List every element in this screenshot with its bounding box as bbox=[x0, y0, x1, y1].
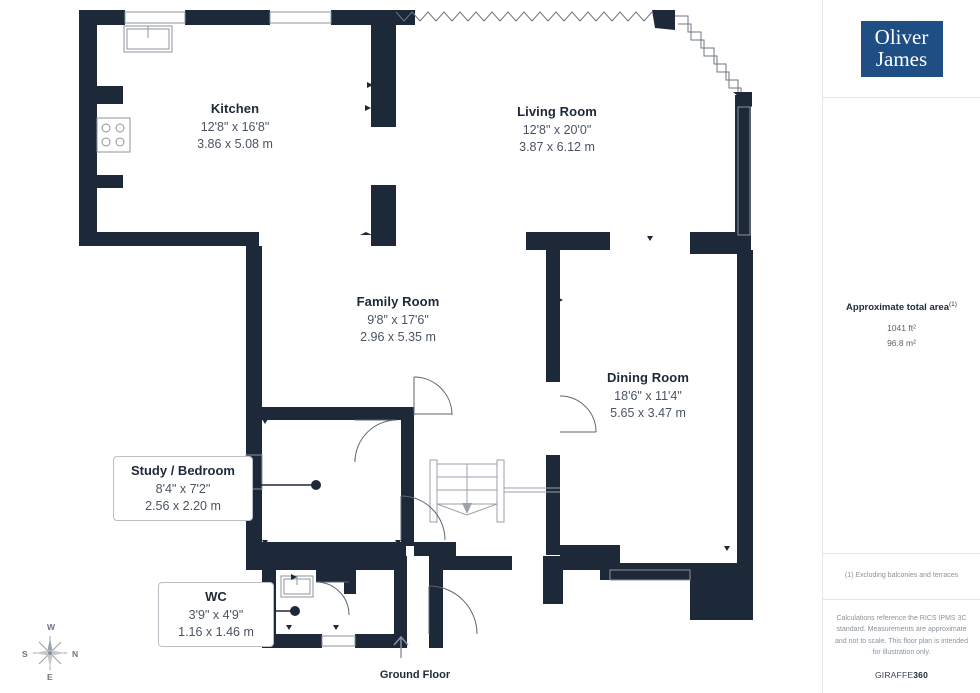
disclaimer-text: Calculations reference the RICS IPMS 3C … bbox=[835, 615, 968, 656]
agency-logo-cell: Oliver James bbox=[823, 0, 980, 98]
brand-prefix: GIRAFFE bbox=[874, 669, 914, 680]
door-group bbox=[315, 376, 597, 635]
entrance-arrow-icon bbox=[393, 635, 409, 658]
basin-fixture bbox=[280, 575, 314, 598]
room-name: Study / Bedroom bbox=[130, 463, 235, 478]
brand-suffix: 360 bbox=[913, 669, 929, 680]
room-metric-size: 1.16 x 1.46 m bbox=[178, 624, 254, 639]
disclaimer-cell: Calculations reference the RICS IPMS 3C … bbox=[823, 600, 980, 693]
room-imperial-size: 3'9" x 4'9" bbox=[188, 608, 244, 623]
room-imperial-size: 8'4" x 7'2" bbox=[155, 482, 211, 497]
hob-fixture bbox=[96, 117, 131, 153]
floorplan-drawing: .w { fill:#1d2838; } .fx { fill:none; st… bbox=[79, 10, 753, 658]
total-area-title: Approximate total area(1) bbox=[846, 301, 957, 313]
compass-label-left: S bbox=[22, 649, 28, 659]
dimension-ticks bbox=[97, 82, 730, 630]
floor-caption: Ground Floor bbox=[379, 669, 451, 681]
info-sidebar: Oliver James Approximate total area(1) 1… bbox=[822, 0, 980, 693]
footnote-text: (1) Excluding balconies and terraces bbox=[844, 572, 959, 580]
fixture-group bbox=[96, 25, 314, 598]
sink-fixture bbox=[123, 25, 173, 53]
total-area-cell: Approximate total area(1) 1041 ft² 96.8 … bbox=[823, 98, 980, 554]
wall-group bbox=[79, 10, 753, 648]
total-area-title-text: Approximate total area bbox=[846, 302, 949, 314]
compass-icon bbox=[33, 636, 67, 670]
total-area-metric: 96.8 m² bbox=[887, 337, 916, 348]
logo-line-2: James bbox=[875, 46, 928, 71]
total-area-imperial: 1041 ft² bbox=[887, 323, 916, 334]
total-area-footnote-marker: (1) bbox=[949, 300, 957, 308]
room-name: WC bbox=[205, 589, 227, 604]
compass-label-right: N bbox=[72, 649, 79, 659]
room-metric-size: 2.56 x 2.20 m bbox=[145, 498, 221, 513]
room-label-study-bedroom: Study / Bedroom 8'4" x 7'2" 2.56 x 2.20 … bbox=[113, 456, 253, 522]
footnote-cell: (1) Excluding balconies and terraces bbox=[823, 554, 980, 600]
giraffe360-brand: GIRAFFE360 bbox=[875, 670, 928, 680]
compass-label-bottom: E bbox=[47, 672, 53, 682]
compass-rose: W S N E bbox=[18, 622, 82, 684]
oliver-james-logo: Oliver James bbox=[860, 20, 943, 77]
conservatory-zigzag-wall bbox=[395, 10, 752, 236]
window-group bbox=[124, 11, 691, 647]
floorplan-canvas: .w { fill:#1d2838; } .fx { fill:none; st… bbox=[18, 10, 753, 684]
compass-label-top: W bbox=[47, 622, 56, 632]
room-label-wc: WC 3'9" x 4'9" 1.16 x 1.46 m bbox=[158, 582, 274, 648]
staircase bbox=[429, 459, 560, 523]
logo-line-1: Oliver bbox=[874, 25, 929, 50]
room-marker-group bbox=[255, 480, 321, 616]
